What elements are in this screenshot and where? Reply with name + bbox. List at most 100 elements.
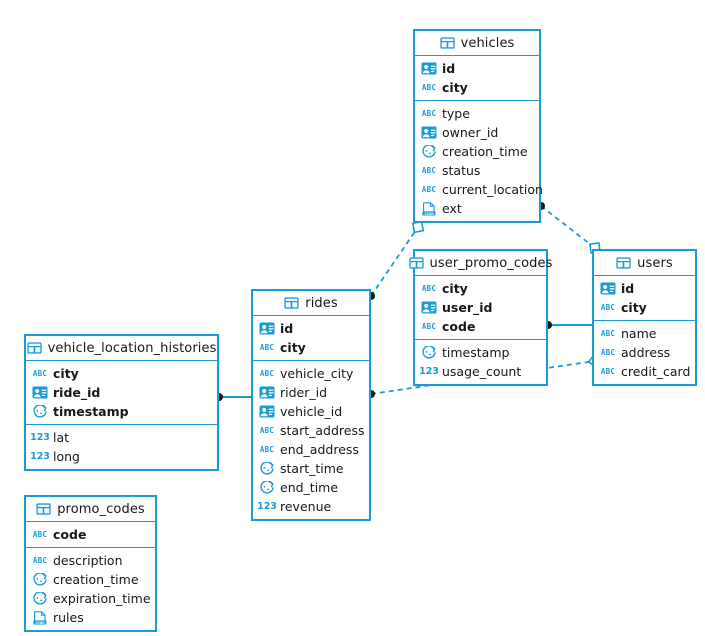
column-name: name	[621, 326, 657, 341]
entity-header[interactable]: users	[594, 251, 695, 276]
table-icon	[26, 342, 42, 354]
column-row[interactable]: timestamp	[26, 402, 217, 421]
abc-icon: ABC	[421, 284, 437, 293]
abc-icon: ABC	[421, 166, 437, 175]
column-name: city	[280, 340, 306, 355]
column-name: vehicle_id	[280, 404, 343, 419]
column-row[interactable]: ABC code	[415, 317, 546, 336]
entity-header[interactable]: vehicles	[415, 31, 539, 56]
clock-icon	[32, 404, 48, 419]
column-name: current_location	[442, 182, 543, 197]
column-name: user_id	[442, 300, 493, 315]
column-name: city	[621, 300, 647, 315]
column-row[interactable]: vehicle_id	[253, 402, 369, 421]
entity-header[interactable]: vehicle_location_histories	[26, 336, 217, 361]
relationship-vlh-to-rides[interactable]	[215, 393, 251, 401]
entity-header[interactable]: rides	[253, 291, 369, 316]
abc-icon: ABC	[259, 343, 275, 352]
json-icon: JSON	[421, 201, 437, 216]
column-row[interactable]: ABC status	[415, 161, 539, 180]
clock-icon	[259, 461, 275, 476]
entity-title: promo_codes	[57, 501, 145, 517]
entity-header[interactable]: user_promo_codes	[408, 251, 552, 276]
id-badge-icon	[259, 386, 275, 399]
column-row[interactable]: ABC current_location	[415, 180, 543, 199]
entity-title: vehicle_location_histories	[47, 340, 217, 356]
column-name: timestamp	[442, 345, 510, 360]
column-row[interactable]: id	[594, 279, 695, 298]
column-row[interactable]: ABC city	[594, 298, 695, 317]
abc-icon: ABC	[32, 369, 48, 378]
svg-text:JSON: JSON	[424, 210, 434, 215]
column-row[interactable]: creation_time	[415, 142, 539, 161]
column-row[interactable]: expiration_time	[26, 589, 155, 608]
abc-icon: ABC	[421, 185, 437, 194]
column-row[interactable]: user_id	[415, 298, 546, 317]
column-row[interactable]: timestamp	[415, 343, 546, 362]
entity-title: rides	[305, 295, 338, 311]
column-row[interactable]: owner_id	[415, 123, 539, 142]
abc-icon: ABC	[32, 530, 48, 539]
column-row[interactable]: start_time	[253, 459, 369, 478]
entity-header[interactable]: promo_codes	[26, 497, 155, 522]
relationship-vehicles-to-users[interactable]	[537, 202, 601, 254]
column-row[interactable]: id	[415, 59, 539, 78]
column-row[interactable]: id	[253, 319, 369, 338]
abc-icon: ABC	[600, 303, 616, 312]
table-icon	[616, 257, 631, 269]
column-name: expiration_time	[53, 591, 151, 606]
column-row[interactable]: ABC city	[253, 338, 369, 357]
column-row[interactable]: ride_id	[26, 383, 217, 402]
entity-title: vehicles	[460, 35, 515, 51]
column-name: usage_count	[442, 364, 522, 379]
column-name: id	[442, 61, 456, 76]
abc-icon: ABC	[259, 369, 275, 378]
column-name: rules	[53, 610, 84, 625]
column-row[interactable]: creation_time	[26, 570, 155, 589]
abc-icon: ABC	[421, 109, 437, 118]
column-name: rider_id	[280, 385, 328, 400]
column-row[interactable]: end_time	[253, 478, 369, 497]
column-name: creation_time	[53, 572, 139, 587]
id-badge-icon	[259, 322, 275, 335]
column-row[interactable]: rider_id	[253, 383, 369, 402]
123-icon: 123	[30, 451, 50, 462]
column-name: timestamp	[53, 404, 129, 419]
relationship-upc-to-users[interactable]	[544, 321, 592, 329]
column-name: code	[442, 319, 476, 334]
column-name: id	[621, 281, 635, 296]
table-icon	[439, 37, 455, 49]
column-name: status	[442, 163, 481, 178]
abc-icon: ABC	[421, 322, 437, 331]
